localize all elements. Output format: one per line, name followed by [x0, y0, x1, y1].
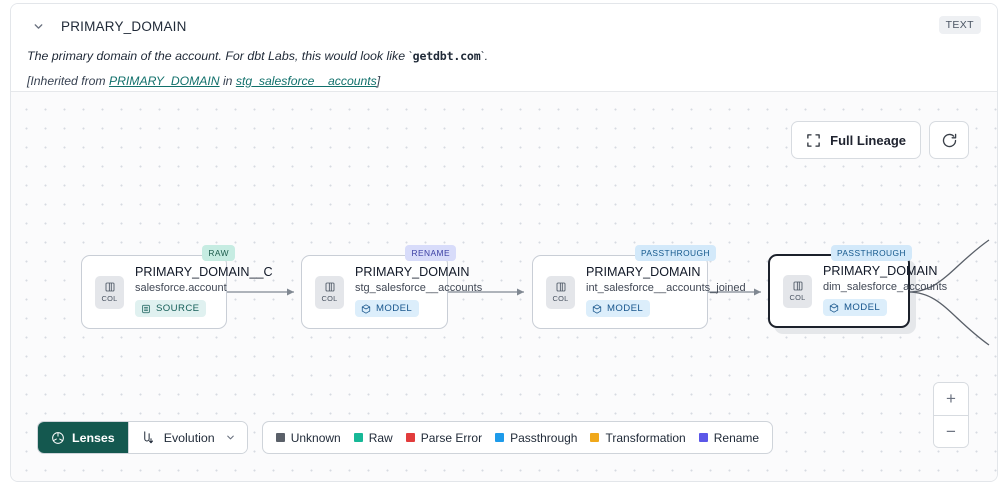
node-title: PRIMARY_DOMAIN: [586, 265, 701, 280]
legend-label: Transformation: [605, 430, 686, 445]
node-kind-badge: MODEL: [586, 300, 651, 318]
column-chip-label: COL: [789, 293, 806, 302]
lineage-edges: [227, 239, 990, 346]
legend-swatch: [495, 433, 505, 442]
lineage-legend: Unknown Raw Parse Error Passthrough Tran…: [261, 421, 774, 454]
lineage-node-selected[interactable]: PASSTHROUGH COL PRIMARY_DOMAIN dim_sales…: [768, 245, 947, 328]
legend-swatch: [405, 433, 415, 442]
column-detail-card: PRIMARY_DOMAIN TEXT The primary domain o…: [10, 3, 998, 482]
refresh-button[interactable]: [929, 121, 969, 159]
lenses-control-group: Lenses Evolution: [37, 421, 248, 454]
column-chip-label: COL: [101, 294, 118, 303]
node-title: PRIMARY_DOMAIN: [823, 264, 938, 279]
inherited-model-link[interactable]: stg_salesforce__accounts: [235, 73, 377, 88]
node-subtitle: dim_salesforce_accounts: [823, 281, 948, 294]
lineage-node[interactable]: RENAME COL PRIMARY_DOMAIN stg_salesforce…: [301, 245, 482, 329]
legend-label: Rename: [713, 430, 760, 445]
expand-icon: [806, 133, 821, 148]
zoom-out-button[interactable]: −: [934, 415, 968, 447]
column-chip-label: COL: [552, 294, 569, 303]
legend-item: Transformation: [590, 430, 686, 445]
lens-badge: PASSTHROUGH: [634, 245, 716, 261]
column-icon: [555, 281, 567, 293]
legend-item: Raw: [353, 430, 393, 445]
legend-swatch: [275, 433, 285, 442]
full-lineage-label: Full Lineage: [830, 132, 906, 148]
description-text-post: `.: [480, 49, 489, 63]
page-title: PRIMARY_DOMAIN: [61, 18, 187, 34]
refresh-icon: [941, 132, 958, 149]
node-kind-label: MODEL: [607, 303, 644, 315]
lineage-canvas[interactable]: Full Lineage RAW: [11, 91, 997, 481]
lens-badge: RAW: [202, 245, 235, 261]
description-text-pre: The primary domain of the account. For d…: [27, 49, 413, 63]
lenses-button[interactable]: Lenses: [38, 422, 128, 453]
cube-icon: [361, 304, 371, 314]
legend-label: Unknown: [290, 430, 341, 445]
inherited-from-line: [Inherited from PRIMARY_DOMAIN in stg_sa…: [27, 74, 981, 88]
node-body: PRIMARY_DOMAIN__C salesforce.account SOU…: [135, 265, 273, 319]
legend-label: Passthrough: [510, 430, 578, 445]
legend-item: Rename: [698, 430, 760, 445]
inherited-middle: in: [219, 73, 236, 88]
cube-icon: [829, 303, 839, 313]
legend-item: Parse Error: [405, 430, 483, 445]
node-subtitle: int_salesforce__accounts_joined: [586, 282, 746, 295]
inherited-column-link[interactable]: PRIMARY_DOMAIN: [108, 73, 220, 88]
legend-item: Passthrough: [495, 431, 577, 445]
canvas-top-controls: Full Lineage: [791, 121, 969, 159]
legend-label: Parse Error: [420, 430, 483, 445]
description-code: getdbt.com: [412, 49, 481, 63]
chevron-down-icon: [225, 432, 236, 443]
lineage-node[interactable]: RAW COL PRIMARY_DOMAIN__C salesforce.acc…: [81, 245, 273, 329]
node-kind-label: SOURCE: [156, 303, 200, 315]
node-kind-badge: MODEL: [355, 300, 420, 318]
inherited-suffix: ]: [376, 73, 381, 88]
column-icon: [104, 281, 116, 293]
lineage-node[interactable]: PASSTHROUGH COL PRIMARY_DOMAIN int_sales…: [532, 245, 746, 329]
node-title: PRIMARY_DOMAIN__C: [135, 265, 273, 280]
aperture-icon: [51, 431, 65, 445]
evolution-icon: [141, 430, 156, 445]
column-description: The primary domain of the account. For d…: [27, 48, 981, 65]
column-icon: [324, 281, 336, 293]
inherited-prefix: [Inherited from: [27, 73, 109, 88]
chevron-down-icon[interactable]: [27, 15, 49, 37]
node-kind-badge: SOURCE: [135, 300, 207, 318]
node-kind-badge: MODEL: [823, 299, 888, 317]
zoom-controls: + −: [933, 382, 969, 448]
lens-badge: RENAME: [405, 245, 456, 261]
column-chip: COL: [95, 275, 124, 309]
canvas-bottom-bar: Lenses Evolution: [37, 421, 774, 454]
column-header: PRIMARY_DOMAIN TEXT The primary domain o…: [11, 4, 997, 91]
node-kind-label: MODEL: [844, 302, 881, 314]
column-chip: COL: [546, 275, 575, 309]
type-badge: TEXT: [938, 16, 981, 34]
node-body: PRIMARY_DOMAIN int_salesforce__accounts_…: [586, 265, 746, 319]
legend-label: Raw: [368, 430, 393, 445]
column-chip-label: COL: [321, 294, 338, 303]
cube-icon: [592, 304, 602, 314]
node-title: PRIMARY_DOMAIN: [355, 265, 470, 280]
column-icon: [792, 280, 804, 292]
lens-badge: PASSTHROUGH: [830, 245, 912, 261]
database-icon: [141, 304, 151, 314]
legend-swatch: [353, 433, 363, 442]
node-kind-label: MODEL: [376, 303, 413, 315]
evolution-dropdown[interactable]: Evolution: [127, 422, 247, 453]
zoom-in-button[interactable]: +: [934, 383, 968, 415]
column-chip: COL: [783, 274, 812, 308]
node-subtitle: stg_salesforce__accounts: [355, 282, 483, 295]
full-lineage-button[interactable]: Full Lineage: [791, 121, 921, 159]
column-chip: COL: [315, 275, 344, 309]
node-body: PRIMARY_DOMAIN dim_salesforce_accounts M…: [823, 264, 947, 318]
legend-item: Unknown: [275, 430, 341, 445]
legend-swatch: [698, 433, 708, 442]
evolution-label: Evolution: [163, 430, 215, 445]
legend-swatch: [590, 433, 600, 442]
node-body: PRIMARY_DOMAIN stg_salesforce__accounts …: [355, 265, 482, 319]
node-subtitle: salesforce.account: [135, 282, 227, 295]
lenses-label: Lenses: [72, 430, 115, 445]
